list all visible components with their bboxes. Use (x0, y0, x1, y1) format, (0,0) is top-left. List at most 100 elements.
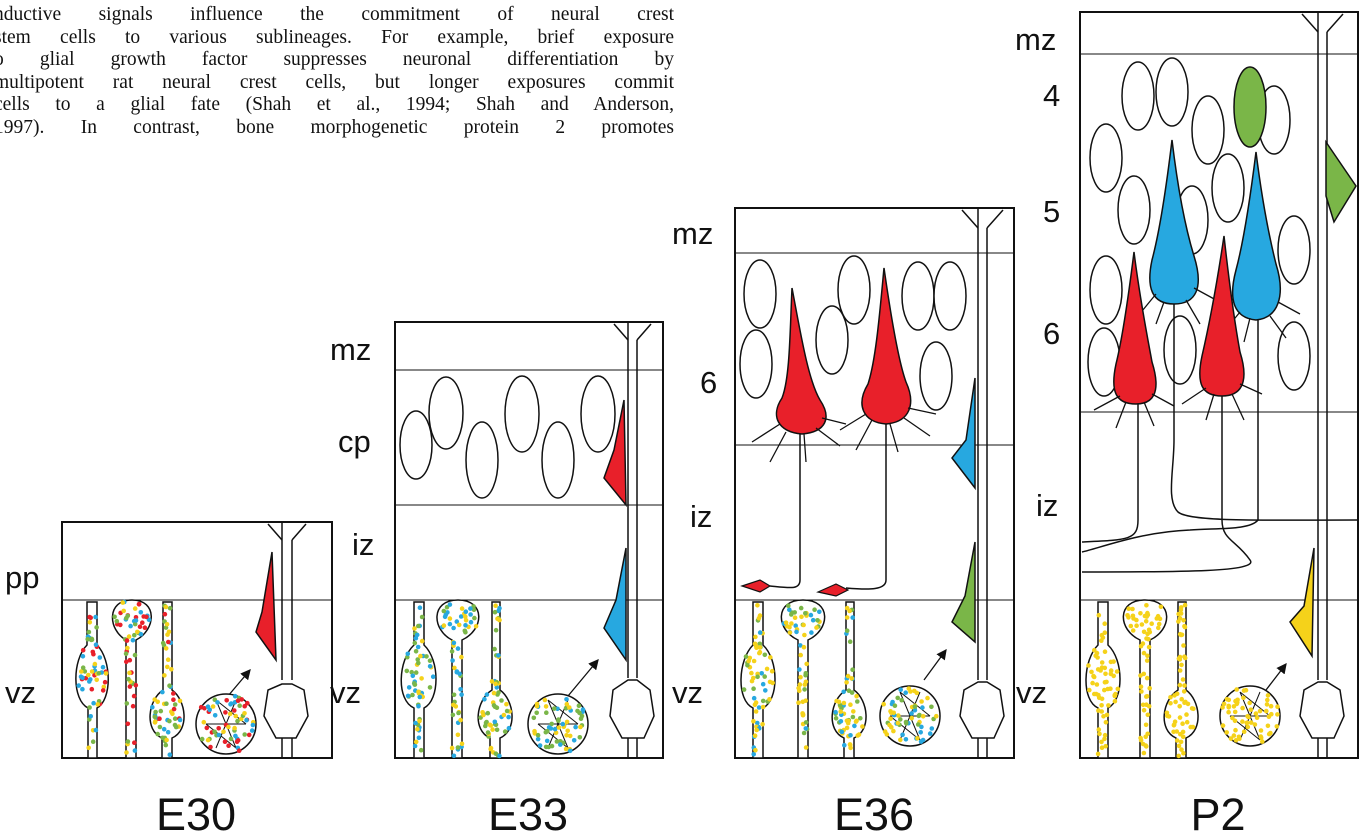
dot (1086, 663, 1091, 668)
dot (1139, 622, 1145, 627)
dot (841, 700, 847, 706)
dot (888, 716, 893, 721)
dot (157, 724, 163, 730)
dot (96, 671, 102, 676)
dot (468, 619, 474, 625)
dot (100, 688, 106, 693)
dot (165, 729, 171, 735)
dot (1111, 673, 1116, 679)
dot (103, 671, 109, 676)
dot (144, 614, 149, 620)
dot (1275, 712, 1280, 717)
dot (242, 703, 247, 709)
dot (416, 735, 422, 741)
neuron-green (1325, 139, 1357, 224)
dot (579, 713, 585, 719)
dot (797, 682, 803, 687)
dot (490, 727, 495, 732)
zone-label-vz: vz (330, 675, 361, 710)
dot (755, 674, 760, 680)
dot (844, 725, 850, 731)
dot (161, 726, 167, 732)
dot (410, 673, 416, 679)
dot (851, 709, 856, 714)
pyramidal-neuron-red (1081, 251, 1175, 543)
dot (741, 687, 747, 692)
dot (215, 700, 220, 705)
dot (226, 724, 231, 730)
dot (94, 625, 99, 630)
dot (153, 719, 158, 724)
dot (567, 733, 573, 739)
dot (903, 737, 909, 742)
dot (555, 706, 560, 712)
dot (414, 632, 420, 638)
dot (417, 694, 423, 700)
dot (131, 693, 137, 699)
dot (1099, 745, 1105, 750)
dot (576, 703, 582, 708)
dot (125, 721, 131, 727)
dot (532, 728, 537, 734)
dot (1181, 689, 1187, 694)
dot (1233, 727, 1238, 733)
dot (158, 708, 164, 714)
dot (900, 732, 905, 738)
dot (847, 742, 853, 747)
dot (87, 614, 92, 620)
dot (1095, 751, 1101, 757)
dot (1108, 659, 1114, 665)
dot (133, 682, 139, 688)
dot (783, 620, 789, 625)
dot (882, 729, 888, 734)
dot (451, 753, 457, 759)
radial-glia (263, 522, 309, 758)
dot (97, 655, 103, 660)
dot (757, 645, 763, 650)
dot (1141, 671, 1147, 677)
dot (484, 692, 490, 697)
dot (887, 722, 892, 728)
zone-label-mz: mz (672, 216, 713, 251)
dot (896, 713, 901, 718)
dot (1179, 747, 1184, 752)
dot (459, 606, 465, 611)
dot (135, 629, 140, 635)
dot (789, 612, 794, 617)
dot (800, 711, 805, 716)
dot (450, 712, 456, 718)
dot (451, 702, 456, 708)
dot (534, 703, 540, 709)
dot (934, 713, 939, 719)
paragraph-line: multipotent rat neural crest cells, but … (0, 71, 674, 93)
dot (1168, 701, 1173, 706)
dot (80, 686, 85, 692)
dot (1265, 723, 1271, 729)
dot (564, 733, 569, 738)
dot (413, 649, 419, 654)
dot (891, 728, 896, 734)
dot (1098, 668, 1103, 673)
dot (845, 673, 851, 679)
stage-label-e33: E33 (488, 789, 568, 837)
dot (140, 620, 145, 625)
dot (1180, 677, 1186, 682)
dot (236, 748, 242, 753)
dot (120, 600, 126, 605)
dot (246, 732, 252, 738)
dot (925, 695, 930, 701)
dot (133, 615, 139, 620)
dot (412, 640, 418, 646)
dot (198, 704, 204, 710)
dot (1220, 723, 1226, 728)
dot (90, 649, 96, 655)
dot (537, 743, 543, 748)
dot (898, 687, 903, 692)
dot (1264, 702, 1270, 707)
dot (167, 752, 173, 757)
dot (165, 632, 170, 637)
glial-cell-green (1233, 66, 1267, 148)
dot (216, 726, 221, 731)
dot (1146, 644, 1152, 650)
dot (1141, 750, 1147, 756)
